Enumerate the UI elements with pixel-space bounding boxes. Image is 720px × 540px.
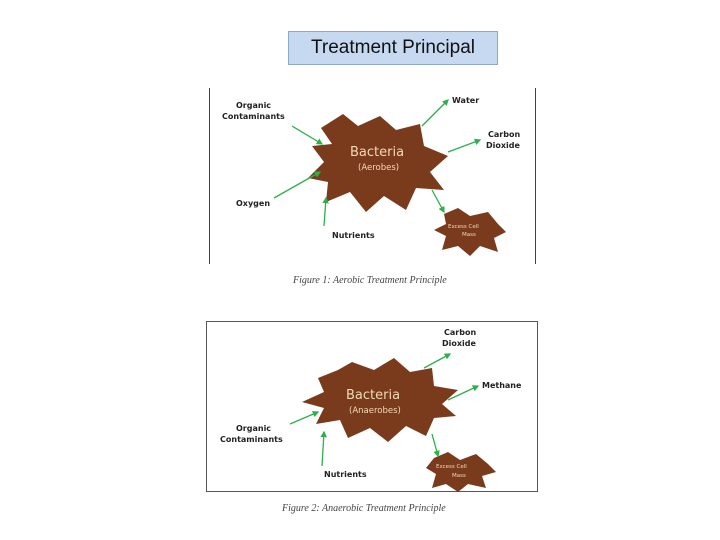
nutrients-arrow [320,430,327,467]
organic-arrow [289,411,320,425]
page-title: Treatment Principal [288,31,498,65]
carbon-dioxide-arrow [447,138,482,153]
bacteria-label: Bacteria [346,388,400,403]
carbon-dioxide-label-line2: Dioxide [486,141,521,150]
excess-cell-label-line2: Mass [452,473,466,479]
organic-label-line1: Organic [236,101,271,110]
excess-cell-arrow [431,189,445,214]
water-arrow [421,99,449,127]
methane-label: Methane [482,381,522,390]
figure1-frame-right [535,88,536,264]
anaerobic-diagram: Bacteria (Anaerobes) Excess Cell Mass Or… [220,328,522,492]
excess-cell-mass-blob [426,452,496,492]
organic-label-line2: Contaminants [220,435,283,444]
organic-arrow [291,125,324,145]
excess-cell-mass-blob [434,208,506,256]
carbon-dioxide-label-line1: Carbon [488,130,520,139]
nutrients-label: Nutrients [332,231,375,240]
carbon-dioxide-arrow [423,353,452,369]
figure1-caption: Figure 1: Aerobic Treatment Principle [293,275,447,286]
nutrients-label: Nutrients [324,470,367,479]
bacteria-label: Bacteria [350,145,404,160]
nutrients-arrow [322,196,329,227]
oxygen-arrow [273,171,322,199]
carbon-dioxide-label-line2: Dioxide [442,339,477,348]
bacteria-type-label: (Anaerobes) [349,406,401,416]
excess-cell-arrow [431,433,440,458]
carbon-dioxide-label-line1: Carbon [444,328,476,337]
figure1-frame-left [209,88,210,264]
oxygen-label: Oxygen [236,199,270,208]
bacteria-blob [308,114,448,212]
figure2-frame [206,321,538,492]
water-label: Water [452,96,479,105]
bacteria-blob [302,358,458,442]
methane-arrow [447,385,480,401]
figure2-caption: Figure 2: Anaerobic Treatment Principle [282,503,446,514]
aerobic-diagram: Bacteria (Aerobes) Excess Cell Mass Orga… [222,96,521,256]
excess-cell-label-line1: Excess Cell [436,464,467,470]
excess-cell-label-line1: Excess Cell [448,224,479,230]
organic-label-line2: Contaminants [222,112,285,121]
bacteria-type-label: (Aerobes) [358,163,399,173]
organic-label-line1: Organic [236,424,271,433]
excess-cell-label-line2: Mass [462,232,476,238]
